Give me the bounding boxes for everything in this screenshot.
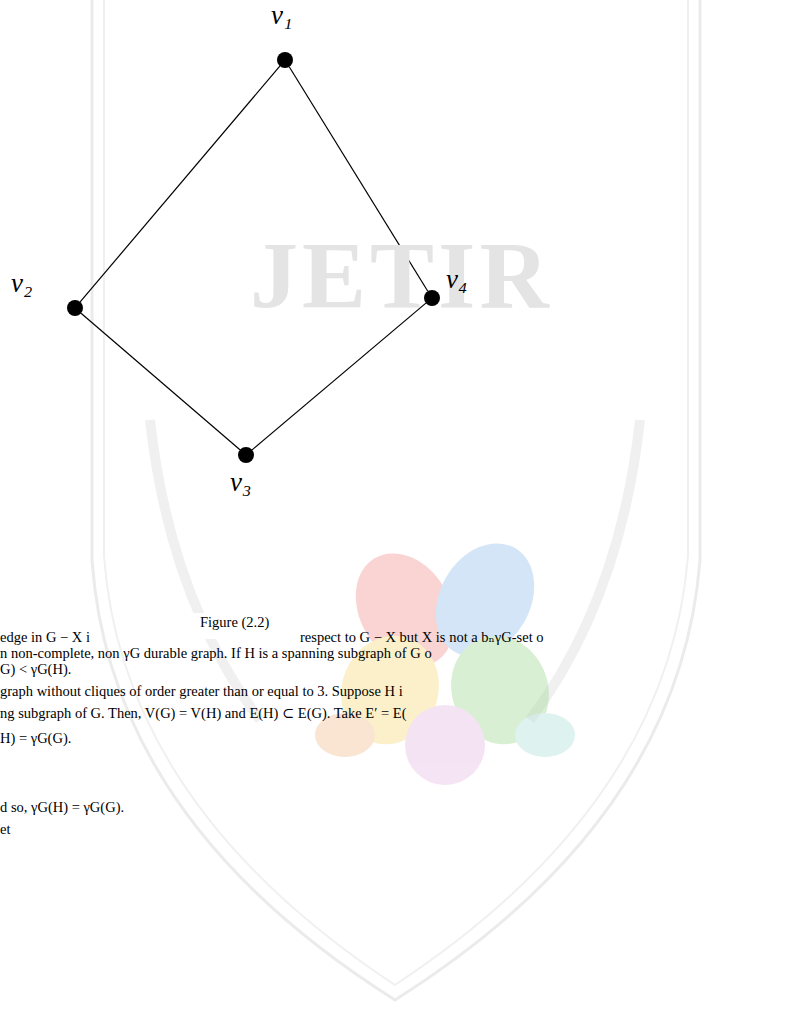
- body-text: d so, γG(H) = γG(G).: [0, 800, 124, 816]
- laurel-right: [530, 420, 640, 720]
- body-text: n non-complete, non γG durable graph. If…: [0, 646, 432, 662]
- body-text: edge in G − X i: [0, 630, 90, 646]
- shield-inner-outline: [104, 0, 688, 985]
- body-text: respect to G − X but X is not a bₙγG-set…: [300, 630, 544, 646]
- body-text: ng subgraph of G. Then, V(G) = V(H) and …: [0, 706, 407, 722]
- graph-vertex: v₁: [277, 52, 293, 68]
- graph-edge: [80, 66, 280, 302]
- vertex-label: v₄: [446, 266, 467, 293]
- body-text: graph without cliques of order greater t…: [0, 684, 403, 700]
- vertex-label: v₃: [230, 469, 251, 496]
- graph-vertex: v₂: [67, 300, 83, 316]
- laurel-left: [150, 420, 260, 720]
- graph-vertex: v₃: [238, 447, 254, 463]
- body-text: et: [0, 822, 10, 838]
- graph-vertex: v₄: [424, 290, 440, 306]
- graph-edge: [81, 313, 240, 450]
- graph-edge: [252, 303, 426, 450]
- shield-outline: [92, 0, 700, 1000]
- figure-caption: Figure (2.2): [192, 613, 277, 639]
- watermark-text: JETIR: [250, 228, 553, 324]
- vertex-label: v₁: [271, 2, 292, 29]
- body-text: G) < γG(H).: [0, 662, 71, 678]
- vertex-label: v₂: [11, 270, 32, 297]
- body-text: H) = γG(G).: [0, 731, 71, 747]
